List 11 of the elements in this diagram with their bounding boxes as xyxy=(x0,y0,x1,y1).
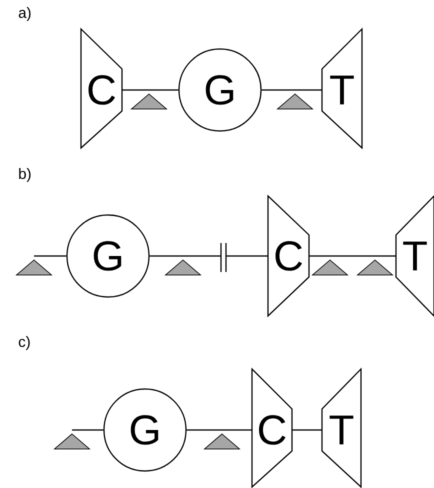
panel-label: b) xyxy=(19,168,31,182)
shaft-line xyxy=(34,255,66,257)
shaft-line xyxy=(72,429,104,431)
shaft-line xyxy=(292,429,322,431)
panel-label: c) xyxy=(18,336,30,350)
panel-label: a) xyxy=(18,7,31,21)
shaft-line xyxy=(186,429,252,431)
shaft-line xyxy=(122,89,178,91)
shaft-line xyxy=(150,255,268,257)
shaft-line xyxy=(262,89,322,91)
shaft-line xyxy=(309,255,396,257)
